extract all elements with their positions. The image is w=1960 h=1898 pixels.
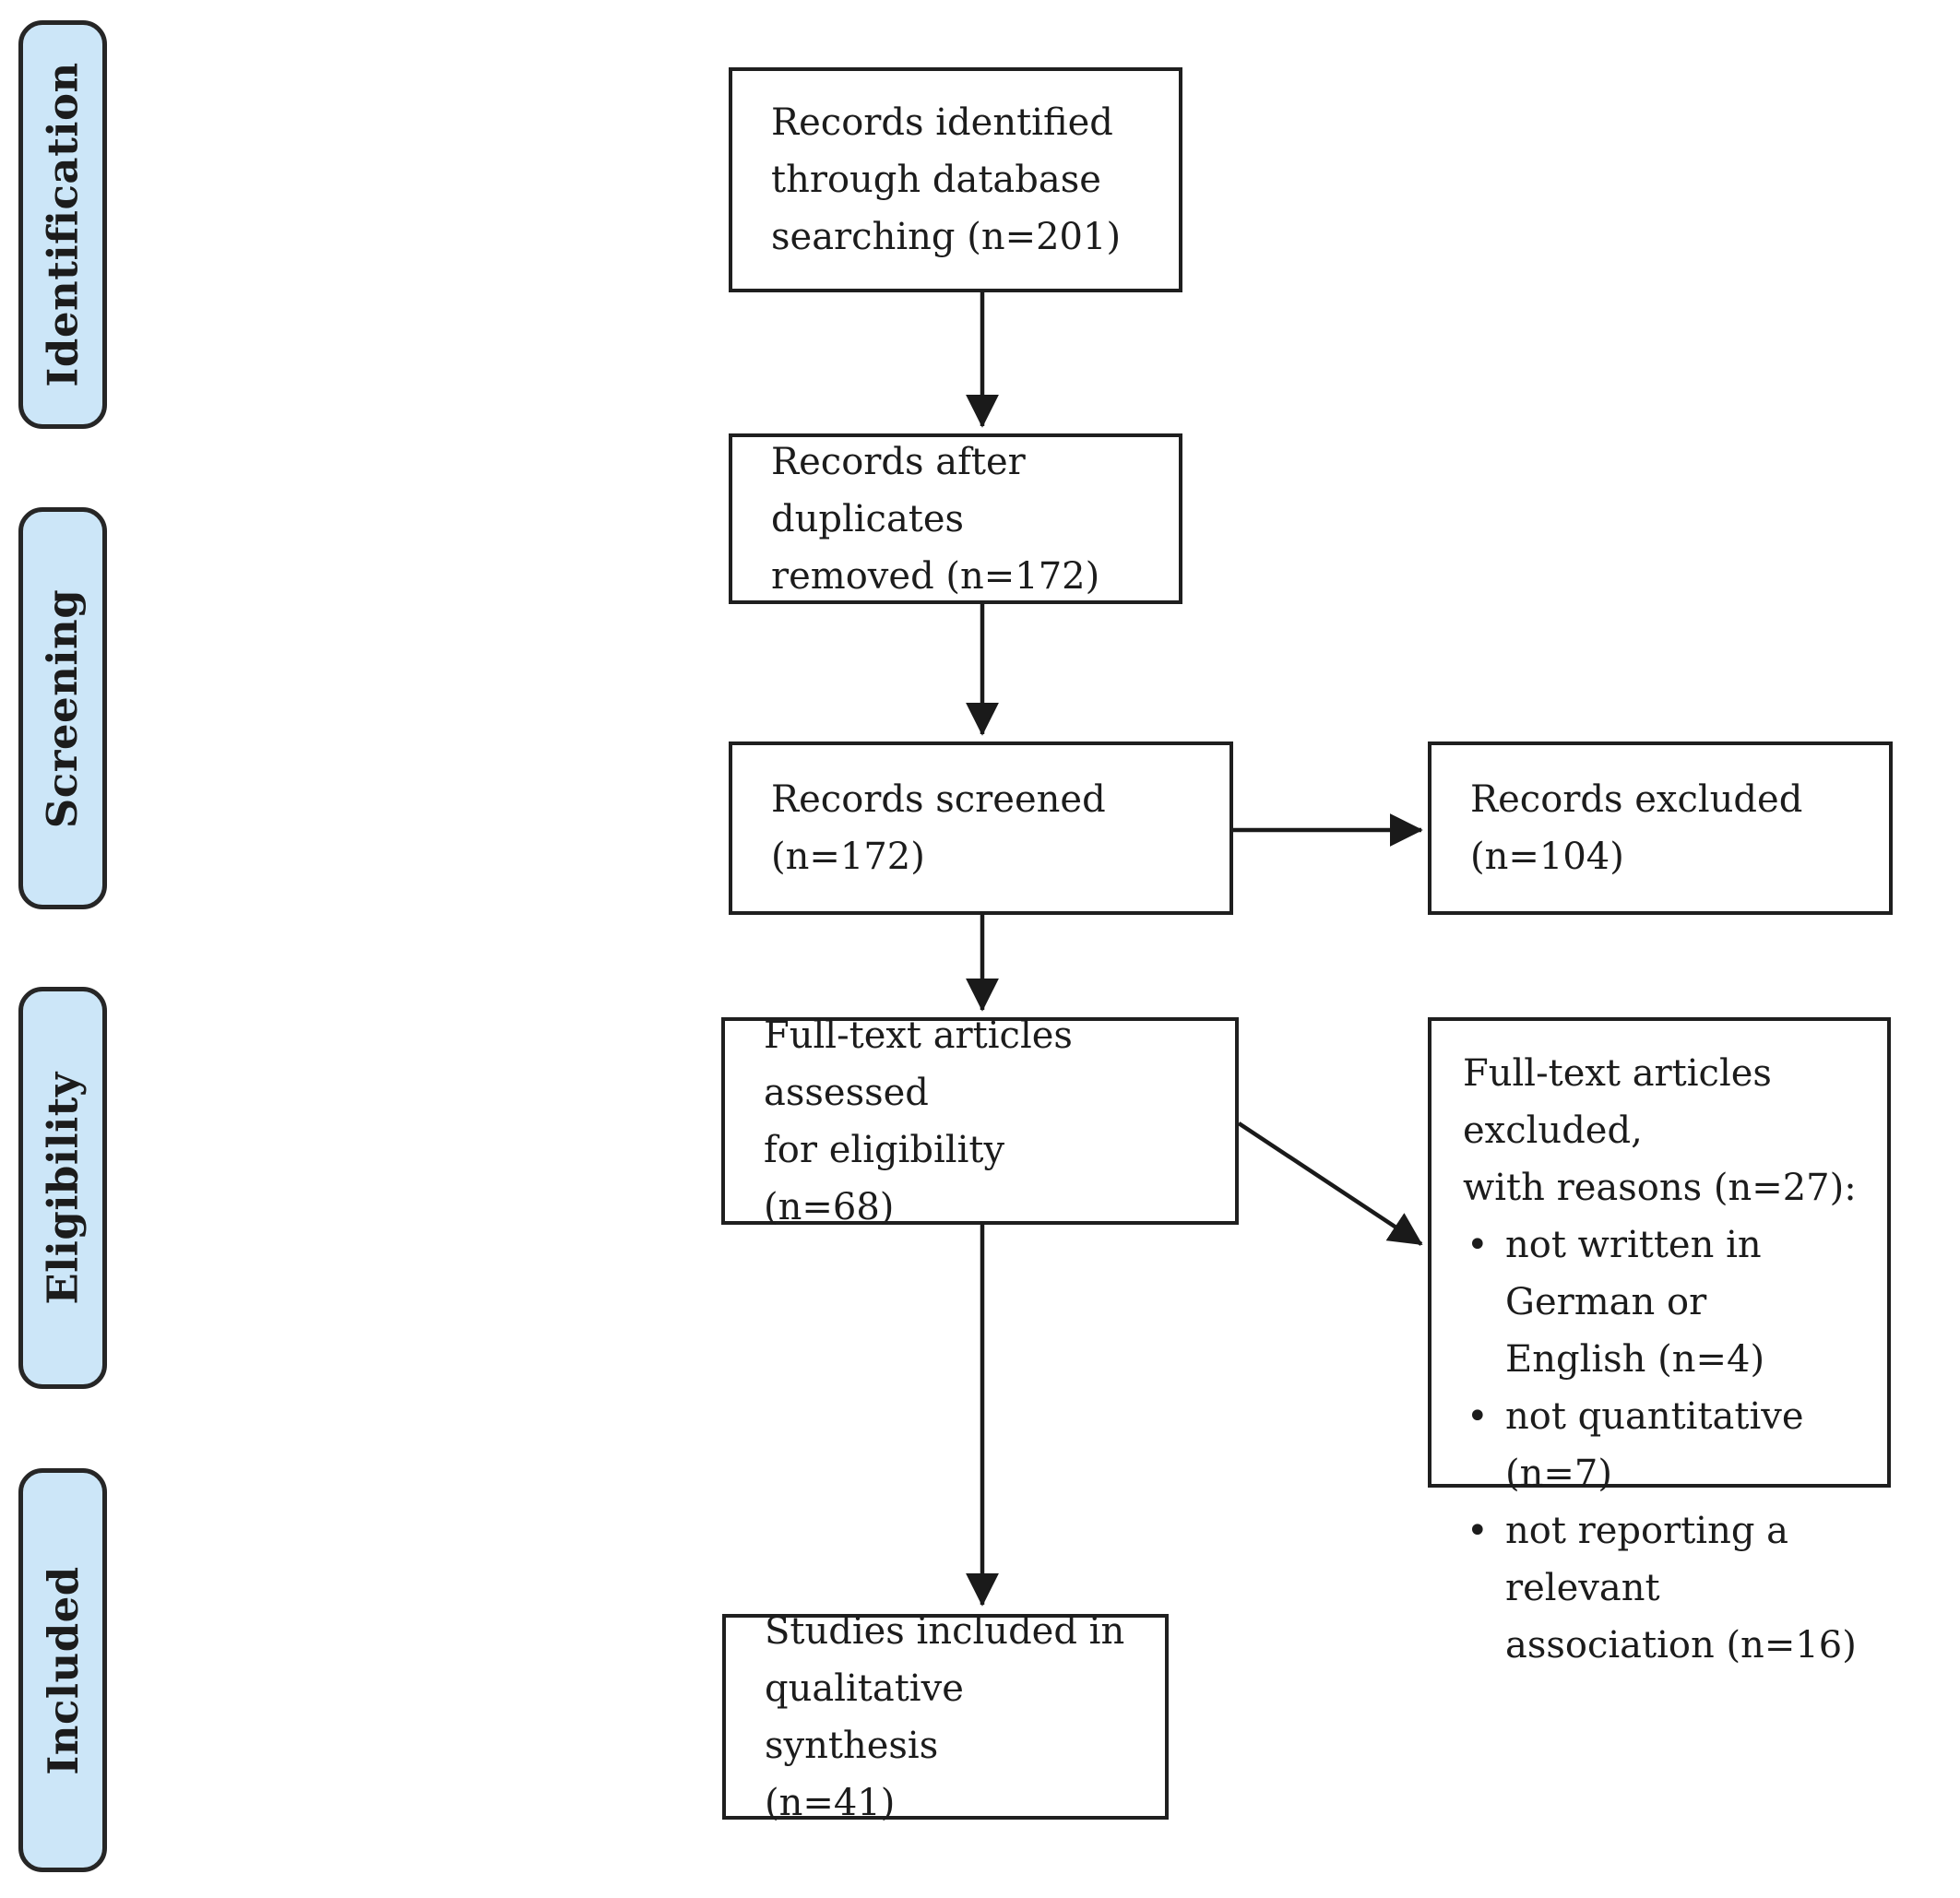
box-records-screened: Records screened (n=172): [729, 741, 1233, 915]
stage-label-identification: Identification: [18, 20, 107, 429]
box-records-excluded: Records excluded (n=104): [1428, 741, 1893, 915]
box-records-screened-text: Records screened (n=172): [771, 778, 1106, 878]
box-fulltext-excluded: Full-text articles excluded, with reason…: [1428, 1017, 1891, 1667]
stage-label-text: Included: [38, 1565, 88, 1775]
box-records-after-duplicates-text: Records after duplicates removed (n=172): [771, 440, 1100, 598]
box-fulltext-assessed-text: Full-text articles assessed for eligibil…: [764, 1014, 1073, 1228]
box-records-identified: Records identified through database sear…: [729, 67, 1182, 292]
fulltext-excluded-reason-list: not written in German or English (n=4) n…: [1463, 1216, 1869, 1674]
box-studies-included-text: Studies included in qualitative synthesi…: [765, 1609, 1125, 1824]
stage-label-text: Eligibility: [38, 1071, 88, 1305]
stage-label-text: Screening: [38, 588, 88, 828]
stage-label-screening: Screening: [18, 507, 107, 909]
box-fulltext-assessed: Full-text articles assessed for eligibil…: [721, 1014, 1239, 1228]
box-fulltext-excluded-title: Full-text articles excluded, with reason…: [1463, 1052, 1857, 1209]
stage-label-eligibility: Eligibility: [18, 987, 107, 1389]
box-records-excluded-text: Records excluded (n=104): [1470, 778, 1803, 878]
box-studies-included: Studies included in qualitative synthesi…: [722, 1610, 1169, 1824]
exclusion-reason-language: not written in German or English (n=4): [1463, 1216, 1869, 1388]
stage-label-text: Identification: [38, 62, 88, 387]
box-records-identified-text: Records identified through database sear…: [771, 101, 1122, 258]
stage-label-included: Included: [18, 1468, 107, 1872]
exclusion-reason-no-relevant-association: not reporting a relevant association (n=…: [1463, 1502, 1869, 1674]
exclusion-reason-not-quantitative: not quantitative (n=7): [1463, 1388, 1869, 1502]
arrow-fulltext-to-fulltext-excluded: [1237, 1121, 1423, 1246]
box-records-after-duplicates: Records after duplicates removed (n=172): [729, 433, 1182, 604]
